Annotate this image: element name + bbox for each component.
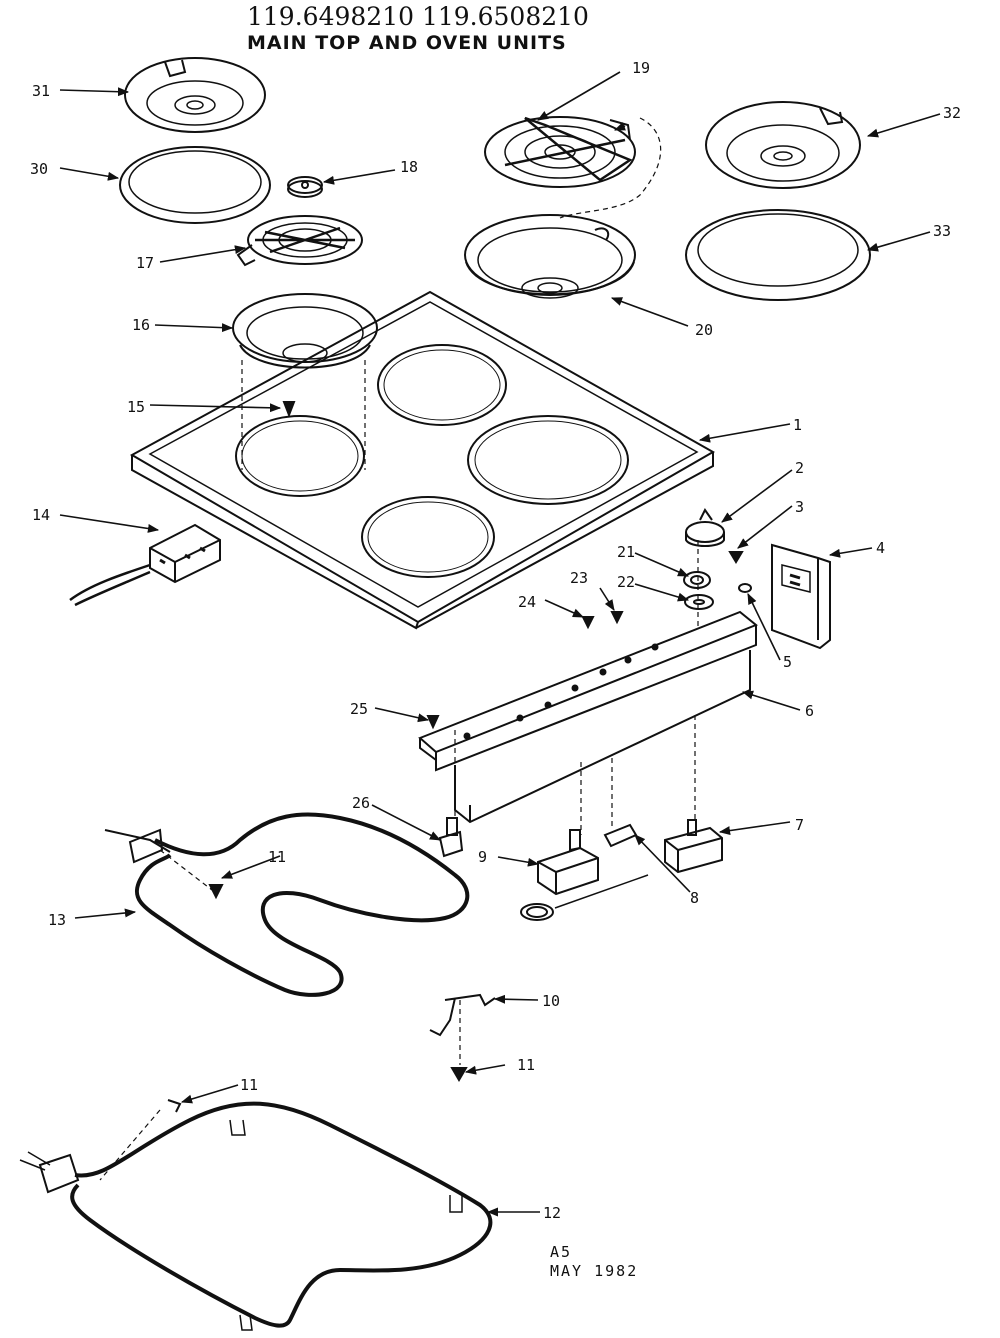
callout-10: 10 (542, 992, 560, 1010)
drawing-code: A5 (550, 1243, 573, 1261)
clip-26 (438, 817, 464, 858)
element-cap-18 (287, 176, 323, 198)
screw-11c (167, 1099, 182, 1113)
callout-17: 17 (136, 254, 154, 272)
callout-24: 24 (518, 593, 536, 611)
wire-clip-10 (429, 993, 496, 1037)
drawing-date: MAY 1982 (550, 1262, 639, 1280)
screw-15 (282, 401, 296, 418)
callout-7: 7 (795, 816, 804, 834)
control-panel-6 (418, 610, 758, 824)
broil-element-13 (104, 812, 470, 997)
callout-6: 6 (805, 702, 814, 720)
switch-block-7 (664, 819, 723, 874)
callout-12: 12 (543, 1204, 561, 1222)
callout-33: 33 (933, 222, 951, 240)
screw-3 (728, 551, 744, 564)
bracket-4 (771, 543, 831, 650)
callout-11b: 11 (517, 1056, 535, 1074)
pilot-light-8 (603, 823, 638, 848)
terminal-block-14 (69, 523, 221, 607)
callout-1: 1 (793, 416, 802, 434)
switch-9 (520, 829, 649, 921)
drip-pan-32 (705, 101, 861, 189)
callout-16: 16 (132, 316, 150, 334)
wire-leader-line (559, 117, 662, 219)
trim-ring-30 (119, 146, 271, 224)
callout-26: 26 (352, 794, 370, 812)
alignment-lines (99, 360, 699, 1181)
callout-3: 3 (795, 498, 804, 516)
callout-11a: 11 (268, 848, 286, 866)
callout-22: 22 (617, 573, 635, 591)
callout-9: 9 (478, 848, 487, 866)
callout-14: 14 (32, 506, 50, 524)
surface-element-19 (484, 116, 636, 188)
leader-arrows (59, 71, 941, 1217)
trim-ring-33 (685, 209, 871, 301)
washer-22 (684, 594, 714, 610)
surface-element-17 (236, 215, 363, 267)
screw-11b (450, 1067, 468, 1082)
callout-4: 4 (876, 539, 885, 557)
bezel-21 (683, 571, 711, 589)
knob-2 (685, 508, 725, 547)
callout-21: 21 (617, 543, 635, 561)
callout-19: 19 (632, 59, 650, 77)
callout-2: 2 (795, 459, 804, 477)
callout-5: 5 (783, 653, 792, 671)
screw-24 (581, 616, 595, 630)
drip-pan-31 (124, 57, 266, 133)
bake-element-12 (19, 1101, 493, 1331)
callout-32: 32 (943, 104, 961, 122)
callout-20: 20 (695, 321, 713, 339)
callout-23: 23 (570, 569, 588, 587)
callout-labels: 1 2 3 4 5 6 7 8 9 10 11 11 11 12 13 14 1… (30, 59, 961, 1222)
screw-25 (426, 715, 440, 730)
callout-25: 25 (350, 700, 368, 718)
screw-11a (208, 884, 224, 900)
callout-15: 15 (127, 398, 145, 416)
cooktop-panel (129, 290, 716, 630)
diagram-title: MAIN TOP AND OVEN UNITS (247, 32, 567, 54)
drip-bowl-16 (232, 293, 378, 369)
callout-11c: 11 (240, 1076, 258, 1094)
model-numbers: 119.6498210 119.6508210 (247, 2, 589, 31)
clip-5 (738, 583, 752, 593)
callout-31: 31 (32, 82, 50, 100)
callout-13: 13 (48, 911, 66, 929)
callout-8: 8 (690, 889, 699, 907)
callout-30: 30 (30, 160, 48, 178)
callout-18: 18 (400, 158, 418, 176)
screw-23 (610, 611, 624, 625)
drip-bowl-20 (464, 214, 636, 299)
